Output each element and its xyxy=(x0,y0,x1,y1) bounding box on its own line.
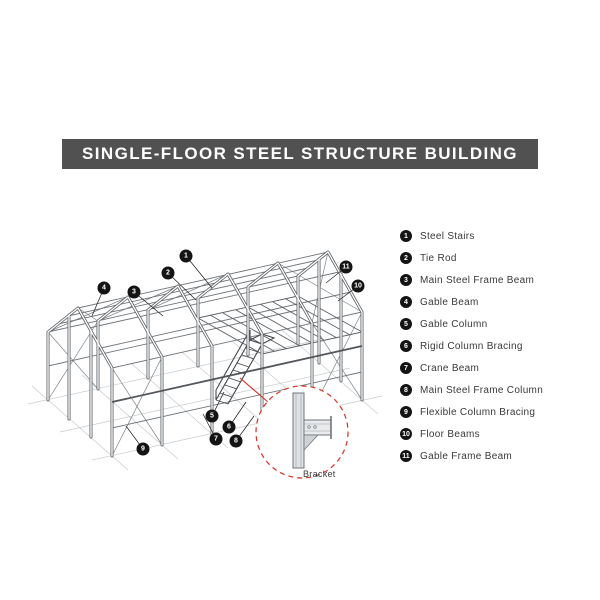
legend-label: Flexible Column Bracing xyxy=(420,406,536,418)
legend-label: Main Steel Frame Beam xyxy=(420,274,535,286)
legend-number-badge: 2 xyxy=(400,252,412,264)
legend-number-badge: 1 xyxy=(400,230,412,242)
legend: 1 Steel Stairs 2 Tie Rod 3 Main Steel Frame B… xyxy=(400,230,595,462)
callout-badge-4: 4 xyxy=(97,281,111,295)
bracket-column xyxy=(292,392,305,469)
callout-badge-1: 1 xyxy=(179,249,193,263)
legend-item: 9 Flexible Column Bracing xyxy=(400,406,595,418)
legend-item: 3 Main Steel Frame Beam xyxy=(400,274,595,286)
bracket-detail xyxy=(239,377,349,479)
callout-badge-8: 8 xyxy=(229,434,243,448)
callout-badge-11: 11 xyxy=(339,260,353,274)
legend-number-badge: 11 xyxy=(400,450,412,462)
bracket-stiffener xyxy=(303,434,319,452)
callout-badge-3: 3 xyxy=(127,285,141,299)
callout-badge-9: 9 xyxy=(136,442,150,456)
legend-number-badge: 4 xyxy=(400,296,412,308)
callout-badge-2: 2 xyxy=(161,266,175,280)
legend-item: 6 Rigid Column Bracing xyxy=(400,340,595,352)
legend-label: Rigid Column Bracing xyxy=(420,340,523,352)
legend-label: Crane Beam xyxy=(420,362,480,374)
callout-badge-6: 6 xyxy=(222,420,236,434)
steel-stairs xyxy=(215,329,276,405)
callout-badge-7: 7 xyxy=(209,432,223,446)
legend-number-badge: 5 xyxy=(400,318,412,330)
callout-badge-10: 10 xyxy=(351,279,365,293)
legend-item: 7 Crane Beam xyxy=(400,362,595,374)
legend-item: 2 Tie Rod xyxy=(400,252,595,264)
legend-label: Gable Beam xyxy=(420,296,479,308)
detail-pointer-line xyxy=(239,377,269,403)
legend-label: Floor Beams xyxy=(420,428,480,440)
legend-item: 4 Gable Beam xyxy=(400,296,595,308)
callout-badge-5: 5 xyxy=(205,409,219,423)
crane-beam xyxy=(111,345,363,403)
title-text: SINGLE-FLOOR STEEL STRUCTURE BUILDING xyxy=(82,144,518,163)
legend-label: Steel Stairs xyxy=(420,230,475,242)
floor-beams xyxy=(197,295,363,355)
bracket-detail-label: Bracket xyxy=(303,469,336,479)
title-banner: SINGLE-FLOOR STEEL STRUCTURE BUILDING xyxy=(62,139,538,169)
legend-label: Tie Rod xyxy=(420,252,457,264)
legend-number-badge: 7 xyxy=(400,362,412,374)
legend-number-badge: 9 xyxy=(400,406,412,418)
legend-item: 1 Steel Stairs xyxy=(400,230,595,242)
legend-number-badge: 8 xyxy=(400,384,412,396)
legend-number-badge: 3 xyxy=(400,274,412,286)
legend-item: 5 Gable Column xyxy=(400,318,595,330)
legend-label: Main Steel Frame Column xyxy=(420,384,544,396)
legend-number-badge: 10 xyxy=(400,428,412,440)
legend-label: Gable Column xyxy=(420,318,488,330)
legend-label: Gable Frame Beam xyxy=(420,450,513,462)
legend-item: 10 Floor Beams xyxy=(400,428,595,440)
legend-number-badge: 6 xyxy=(400,340,412,352)
legend-item: 11 Gable Frame Beam xyxy=(400,450,595,462)
legend-item: 8 Main Steel Frame Column xyxy=(400,384,595,396)
